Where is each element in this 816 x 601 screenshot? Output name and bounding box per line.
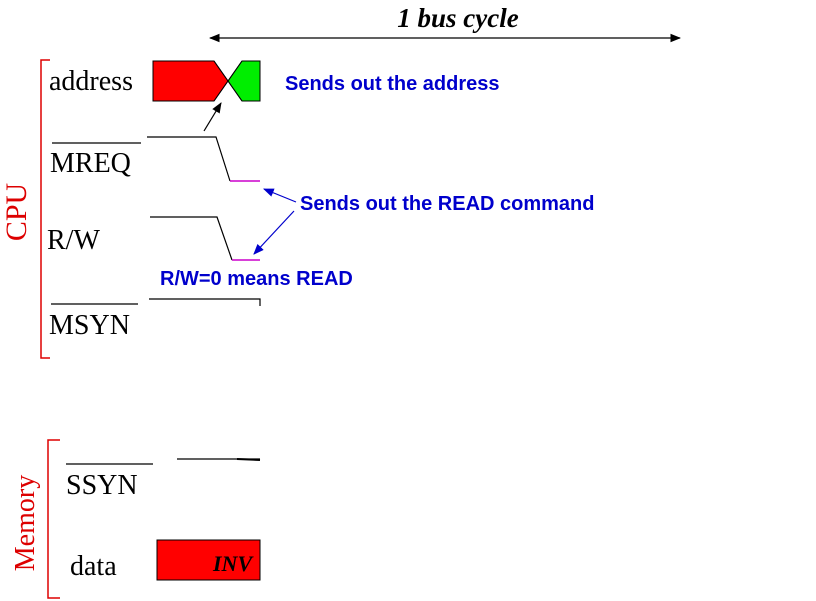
annotation-sends-read: Sends out the READ command <box>300 193 594 215</box>
cpu-group-bracket <box>40 59 50 359</box>
address-invalid-segment <box>152 60 229 102</box>
cpu-group-label: CPU <box>0 182 33 241</box>
bus-cycle-title: 1 bus cycle <box>397 3 518 33</box>
msyn-waveform <box>149 298 261 306</box>
annotation-sends-address: Sends out the address <box>285 73 500 95</box>
address-cause-arrow <box>203 102 222 132</box>
signal-label-address: address <box>49 66 133 97</box>
signal-label-rw: R/W <box>47 225 100 256</box>
signal-label-msyn: MSYN <box>49 310 130 341</box>
data-invalid-label: INV <box>212 551 254 576</box>
data-invalid-segment <box>156 539 261 581</box>
memory-group-label: Memory <box>10 475 41 571</box>
mreq-waveform <box>147 136 231 182</box>
address-valid-segment <box>227 60 261 102</box>
signal-label-data: data <box>70 551 117 582</box>
address-transition-line <box>213 60 243 102</box>
ssyn-waveform-end <box>236 458 261 461</box>
signal-label-mreq: MREQ <box>50 148 131 179</box>
annotation-rw-zero: R/W=0 means READ <box>160 268 353 290</box>
signal-label-ssyn: SSYN <box>66 470 138 501</box>
read-command-arrow-mreq <box>262 188 297 203</box>
memory-group-bracket <box>47 439 60 599</box>
read-command-arrow-rw <box>253 210 295 255</box>
rw-waveform <box>150 216 233 261</box>
